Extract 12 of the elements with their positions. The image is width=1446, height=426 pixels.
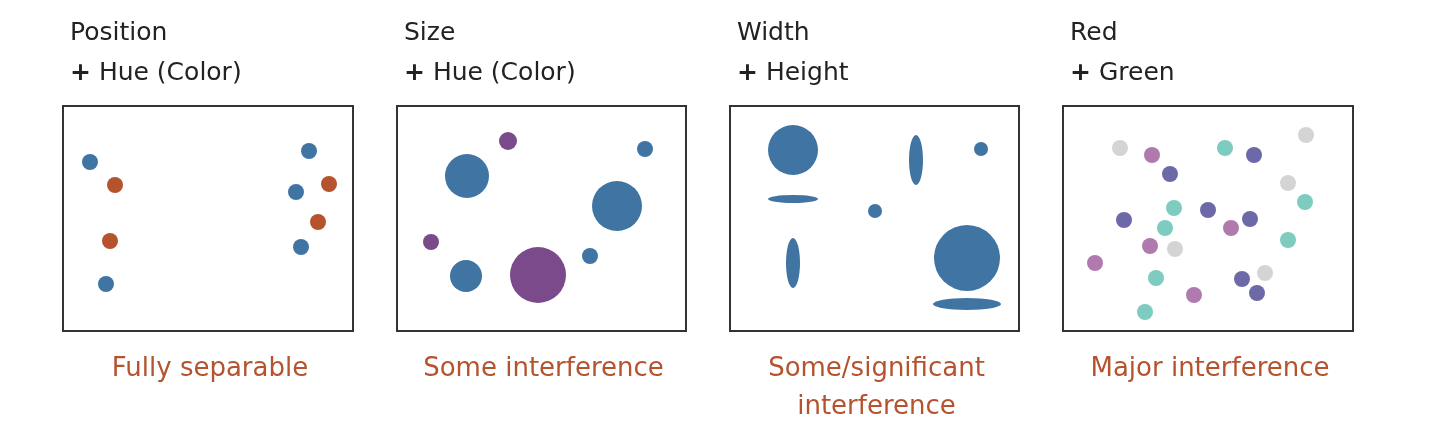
panel-heading: + Hue (Color) [404,59,576,84]
panel-caption: Some/significant interference [767,351,986,422]
panel-heading: Width [737,19,810,44]
panel-caption: Major interference [1089,351,1331,384]
panel-heading: + Hue (Color) [70,59,242,84]
panel-heading: Red [1070,19,1118,44]
panel-heading: Size [404,19,456,44]
panel-caption: Some interference [422,351,665,384]
panel-heading: Position [70,19,168,44]
panel-heading: + Height [737,59,849,84]
panel-caption: Fully separable [110,351,310,384]
panel-heading: + Green [1070,59,1175,84]
